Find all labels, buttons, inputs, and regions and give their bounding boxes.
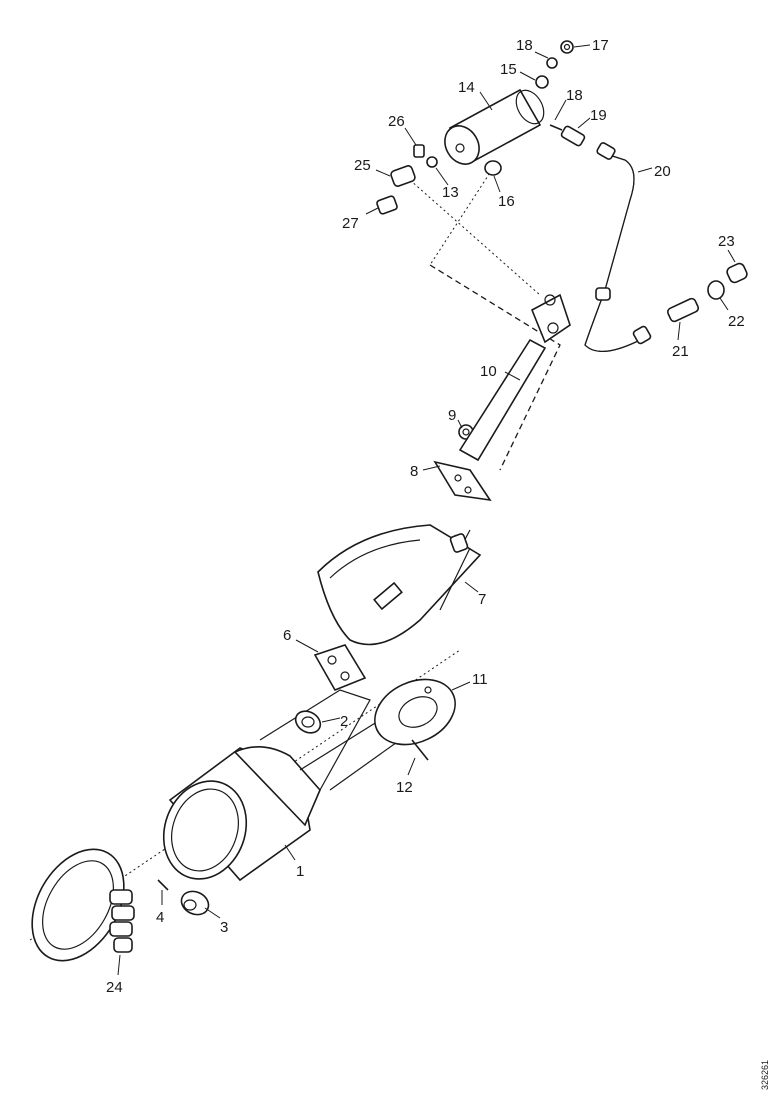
callout-1: 1 [296, 863, 304, 880]
callout-20: 20 [654, 163, 671, 180]
callout-2: 2 [340, 713, 348, 730]
part-6-bracket-plate [313, 644, 367, 692]
callout-24: 24 [106, 979, 123, 996]
part-17-nut [560, 40, 574, 54]
bracket-guide-line [409, 179, 541, 296]
part-18-washer [546, 57, 558, 69]
callout-13: 13 [442, 184, 459, 201]
part-19-union [549, 124, 586, 147]
part-7-heat-shield [317, 524, 482, 646]
part-16-ring [484, 160, 502, 176]
part-12-screw [411, 739, 429, 761]
guide-dashed-line [429, 264, 561, 471]
reference-code: 326261 [760, 1060, 770, 1090]
callout-21: 21 [672, 343, 689, 360]
part-21-connector [666, 297, 700, 323]
callout-18: 18 [566, 87, 583, 104]
callout-6: 6 [283, 627, 291, 644]
part-20-pipe-line [584, 142, 652, 352]
part-27-nut [376, 195, 398, 215]
part-23-cap [726, 262, 748, 284]
callout-11: 11 [472, 671, 488, 688]
callout-3: 3 [220, 919, 228, 936]
callout-7: 7 [478, 591, 486, 608]
callout-9: 9 [448, 407, 456, 424]
callout-17: 17 [592, 37, 609, 54]
leader-lines [117, 44, 736, 976]
clamp-guide-line [429, 164, 496, 266]
callout-22: 22 [728, 313, 745, 330]
callout-18-top: 18 [516, 37, 533, 54]
part-15-fitting [535, 75, 549, 89]
callout-27: 27 [342, 215, 359, 232]
part-22-washer [707, 280, 725, 300]
callout-12: 12 [396, 779, 413, 796]
callout-15: 15 [500, 61, 517, 78]
callout-4: 4 [156, 909, 164, 926]
part-24-clamp-ring [31, 848, 135, 962]
part-2-rubber-mount [294, 710, 322, 734]
part-3-sleeve [180, 890, 210, 916]
callout-26: 26 [388, 113, 405, 130]
callout-23: 23 [718, 233, 735, 250]
part-13-washer [426, 156, 438, 168]
callout-25: 25 [354, 157, 371, 174]
part-14-canister [444, 88, 545, 165]
part-25-bracket [390, 165, 416, 187]
part-11-heat-shield-disc [374, 678, 456, 746]
callout-16: 16 [498, 193, 515, 210]
callout-14: 14 [458, 79, 475, 96]
part-26-bolt [413, 144, 425, 158]
part-1-converter-body [162, 689, 401, 882]
callout-labels: 1 2 3 4 6 7 8 9 10 11 12 13 14 15 16 17 … [106, 37, 745, 996]
callout-10: 10 [480, 363, 497, 380]
part-10-tail-pipe [449, 293, 571, 553]
callout-8: 8 [410, 463, 418, 480]
part-4-pin [157, 879, 169, 891]
callout-19: 19 [590, 107, 607, 124]
part-8-bracket [433, 460, 492, 502]
